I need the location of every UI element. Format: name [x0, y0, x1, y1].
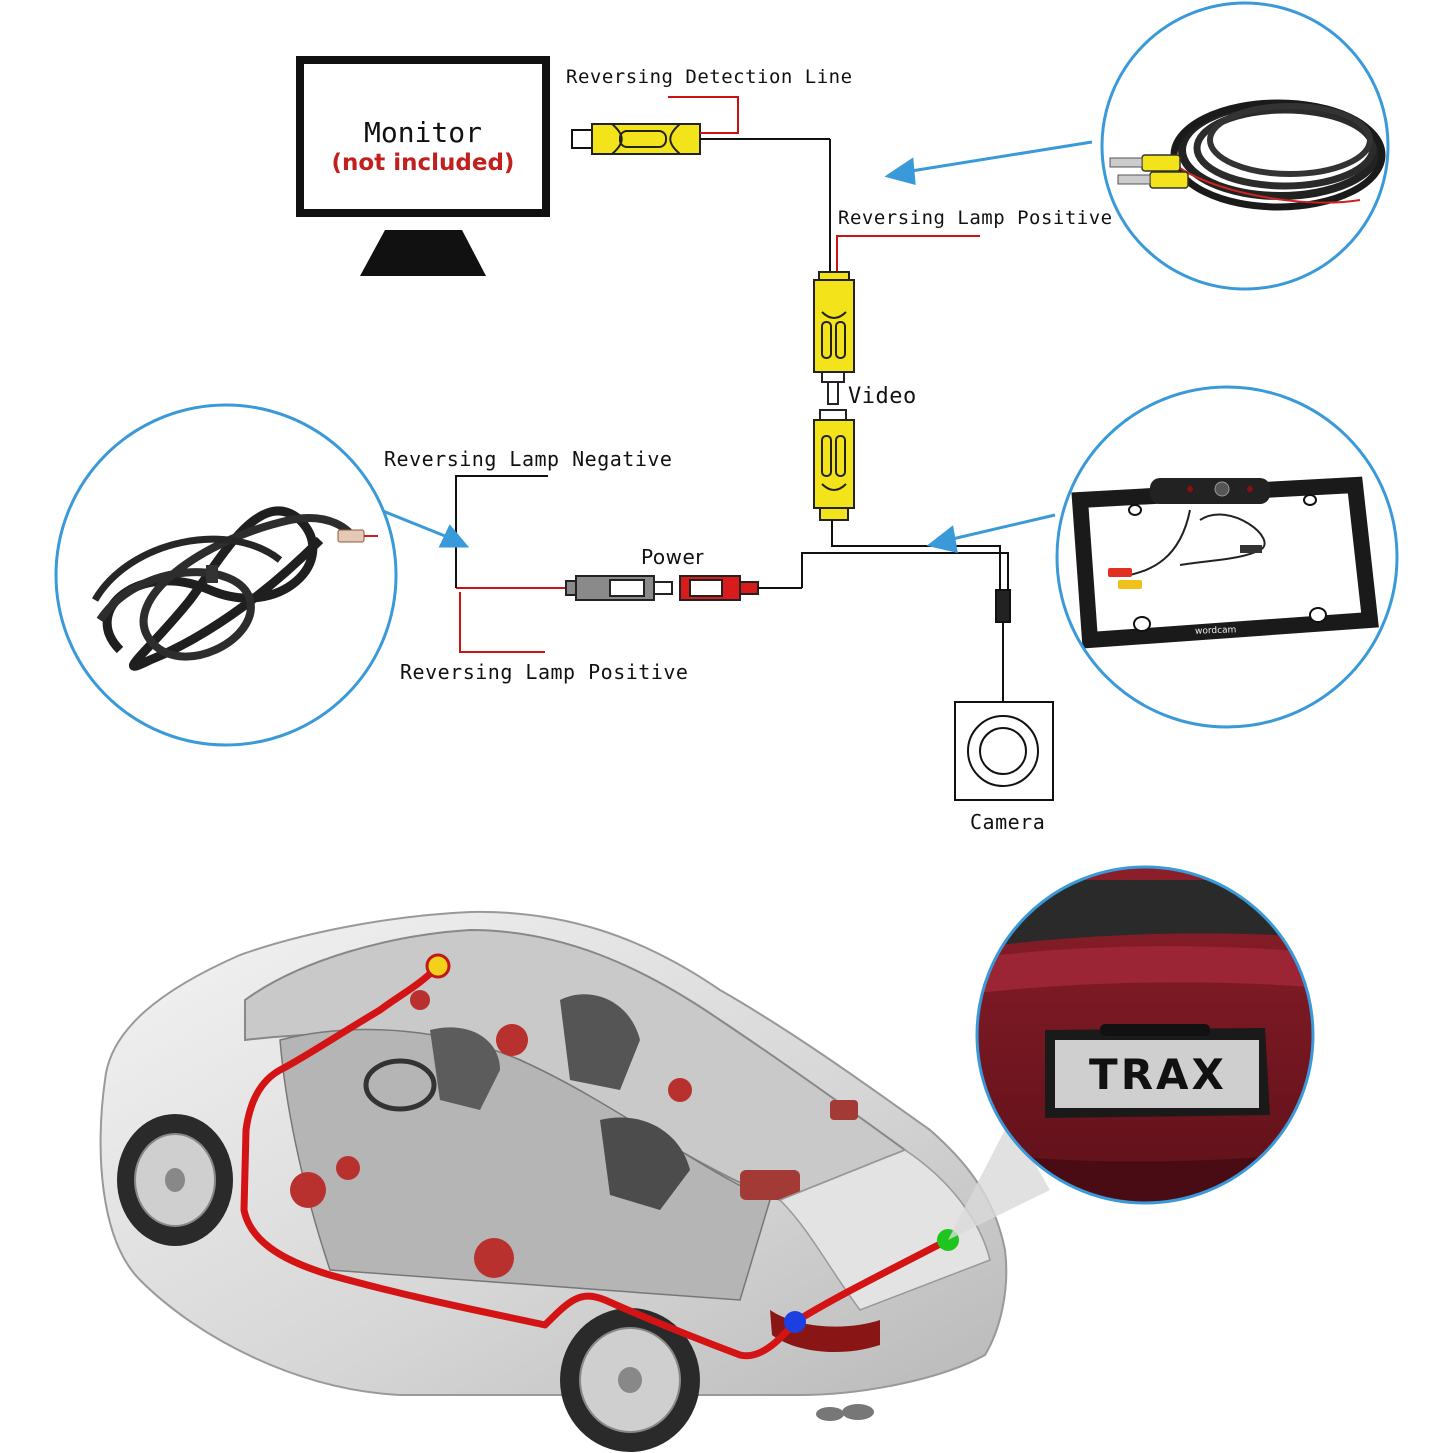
label-reversing-lamp-negative: Reversing Lamp Negative [384, 447, 673, 471]
monitor-title: Monitor [363, 116, 482, 149]
label-reversing-lamp-positive-top: Reversing Lamp Positive [838, 207, 1113, 229]
video-connector-top [813, 271, 855, 405]
front-wheel [117, 1114, 233, 1246]
callout-arrows [377, 140, 1093, 553]
label-reversing-lamp-positive-bottom: Reversing Lamp Positive [400, 660, 689, 684]
label-video: Video [848, 384, 917, 409]
rear-wheel [560, 1308, 700, 1452]
reverse-lamp-dot [784, 1311, 806, 1333]
label-camera: Camera [970, 810, 1046, 834]
camera-wires [801, 520, 1011, 702]
plate-frame-brand: wordcam [1194, 625, 1237, 637]
monitor-location-dot [425, 953, 451, 979]
callout-trax-photo [975, 865, 1315, 1205]
license-plate-text: TRAX [1089, 1050, 1227, 1099]
label-reversing-detection-line: Reversing Detection Line [566, 66, 853, 88]
lamp-positive-wire-top [836, 235, 980, 272]
callout-power-cable-photo [54, 403, 398, 747]
car-illustration [99, 910, 1050, 1452]
video-connector-bottom [813, 409, 855, 521]
monitor-icon [296, 56, 550, 276]
callout-cable-photo [1100, 1, 1390, 291]
detection-line-plug [571, 96, 830, 155]
callout-plate-frame-photo [1055, 385, 1399, 729]
camera-icon [954, 701, 1054, 801]
power-connectors [455, 475, 802, 653]
monitor-subtitle: (not included) [331, 150, 515, 176]
label-power: Power [641, 545, 704, 569]
